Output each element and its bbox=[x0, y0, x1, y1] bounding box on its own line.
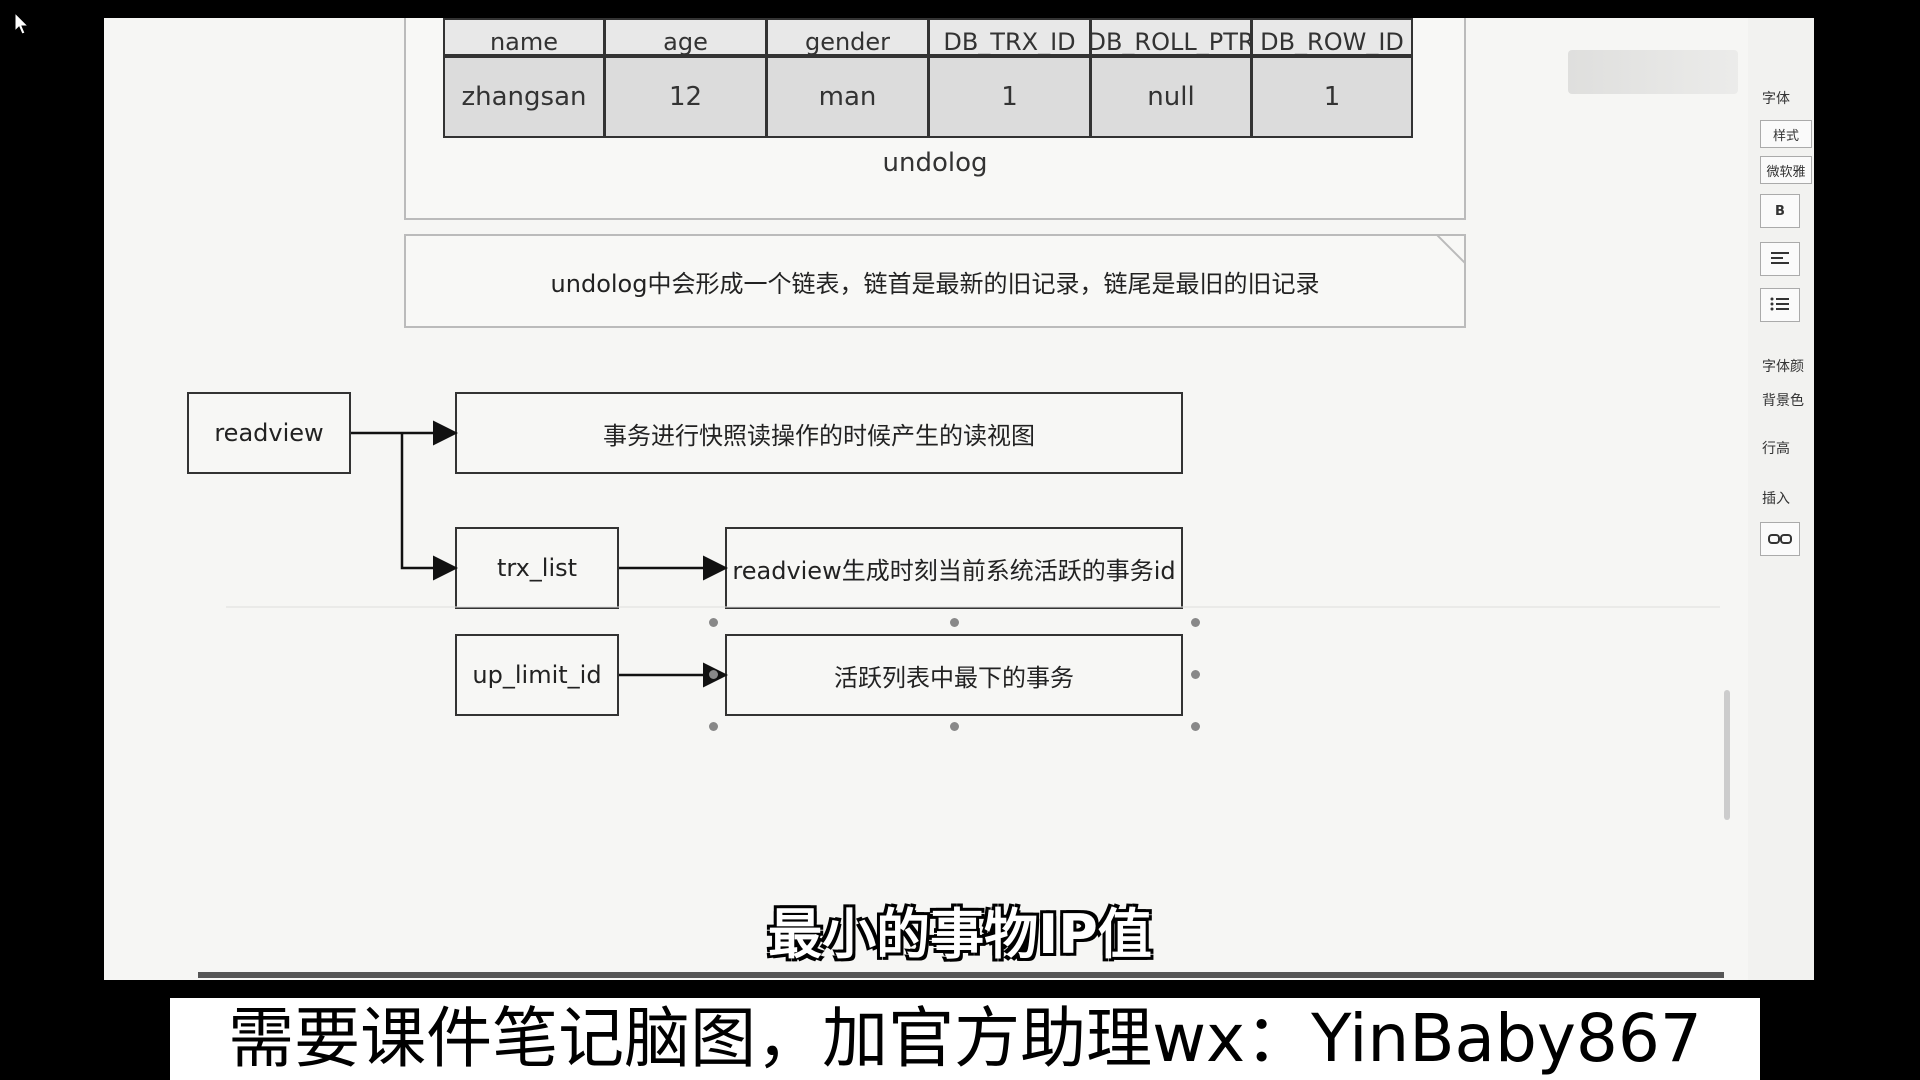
resize-handle[interactable] bbox=[709, 722, 718, 731]
table-header-cell: DB_ROW_ID bbox=[1251, 18, 1413, 56]
undolog-note[interactable]: undolog中会形成一个链表，链首是最新的旧记录，链尾是最旧的旧记录 bbox=[404, 234, 1466, 328]
note-fold-icon bbox=[1436, 234, 1466, 264]
resize-handle[interactable] bbox=[950, 722, 959, 731]
resize-handle[interactable] bbox=[1191, 670, 1200, 679]
video-subtitle: 最小的事物IP值 bbox=[768, 903, 1152, 966]
mouse-cursor-icon bbox=[14, 12, 30, 35]
style-dropdown[interactable]: 样式 bbox=[1760, 120, 1812, 148]
undolog-note-text: undolog中会形成一个链表，链首是最新的旧记录，链尾是最旧的旧记录 bbox=[550, 269, 1320, 298]
resize-handle[interactable] bbox=[709, 670, 718, 679]
up-limit-desc-box[interactable]: 活跃列表中最下的事务 bbox=[725, 634, 1183, 716]
align-left-icon[interactable] bbox=[1760, 242, 1800, 276]
resize-handle[interactable] bbox=[950, 618, 959, 627]
table-header-cell: DB_TRX_ID bbox=[928, 18, 1091, 56]
table-header-cell: name bbox=[443, 18, 605, 56]
bg-color-label: 背景色 bbox=[1762, 393, 1804, 409]
list-icon[interactable] bbox=[1760, 288, 1800, 322]
table-header-cell: age bbox=[604, 18, 767, 56]
link-icon[interactable] bbox=[1760, 522, 1800, 556]
trx-list-desc-box[interactable]: readview生成时刻当前系统活跃的事务id bbox=[725, 527, 1183, 609]
table-cell-gender: man bbox=[766, 56, 929, 138]
watermark-logo bbox=[1568, 50, 1738, 94]
bold-button[interactable]: B bbox=[1760, 194, 1800, 228]
table-cell-age: 12 bbox=[604, 56, 767, 138]
progress-line bbox=[198, 972, 1724, 978]
table-cell-trx-id: 1 bbox=[928, 56, 1091, 138]
readview-desc-box[interactable]: 事务进行快照读操作的时候产生的读视图 bbox=[455, 392, 1183, 474]
resize-handle[interactable] bbox=[709, 618, 718, 627]
table-header-cell: gender bbox=[766, 18, 929, 56]
resize-handle[interactable] bbox=[1191, 722, 1200, 731]
readview-box[interactable]: readview bbox=[187, 392, 351, 474]
resize-handle[interactable] bbox=[1191, 618, 1200, 627]
connector-readview-trx bbox=[400, 433, 458, 581]
font-section-label: 字体 bbox=[1762, 91, 1790, 107]
promo-banner: 需要课件笔记脑图，加官方助理wx：YinBaby867 bbox=[170, 998, 1760, 1080]
font-name-dropdown[interactable]: 微软雅 bbox=[1760, 156, 1812, 184]
insert-label: 插入 bbox=[1762, 491, 1790, 507]
line-height-label: 行高 bbox=[1762, 441, 1790, 457]
trx-list-box[interactable]: trx_list bbox=[455, 527, 619, 609]
table-cell-name: zhangsan bbox=[443, 56, 605, 138]
font-color-label: 字体颜 bbox=[1762, 359, 1804, 375]
up-limit-id-box[interactable]: up_limit_id bbox=[455, 634, 619, 716]
table-cell-row-id: 1 bbox=[1251, 56, 1413, 138]
vertical-scrollbar[interactable] bbox=[1724, 690, 1730, 820]
table-caption: undolog bbox=[882, 148, 988, 178]
table-header-cell: DB_ROLL_PTR bbox=[1090, 18, 1252, 56]
